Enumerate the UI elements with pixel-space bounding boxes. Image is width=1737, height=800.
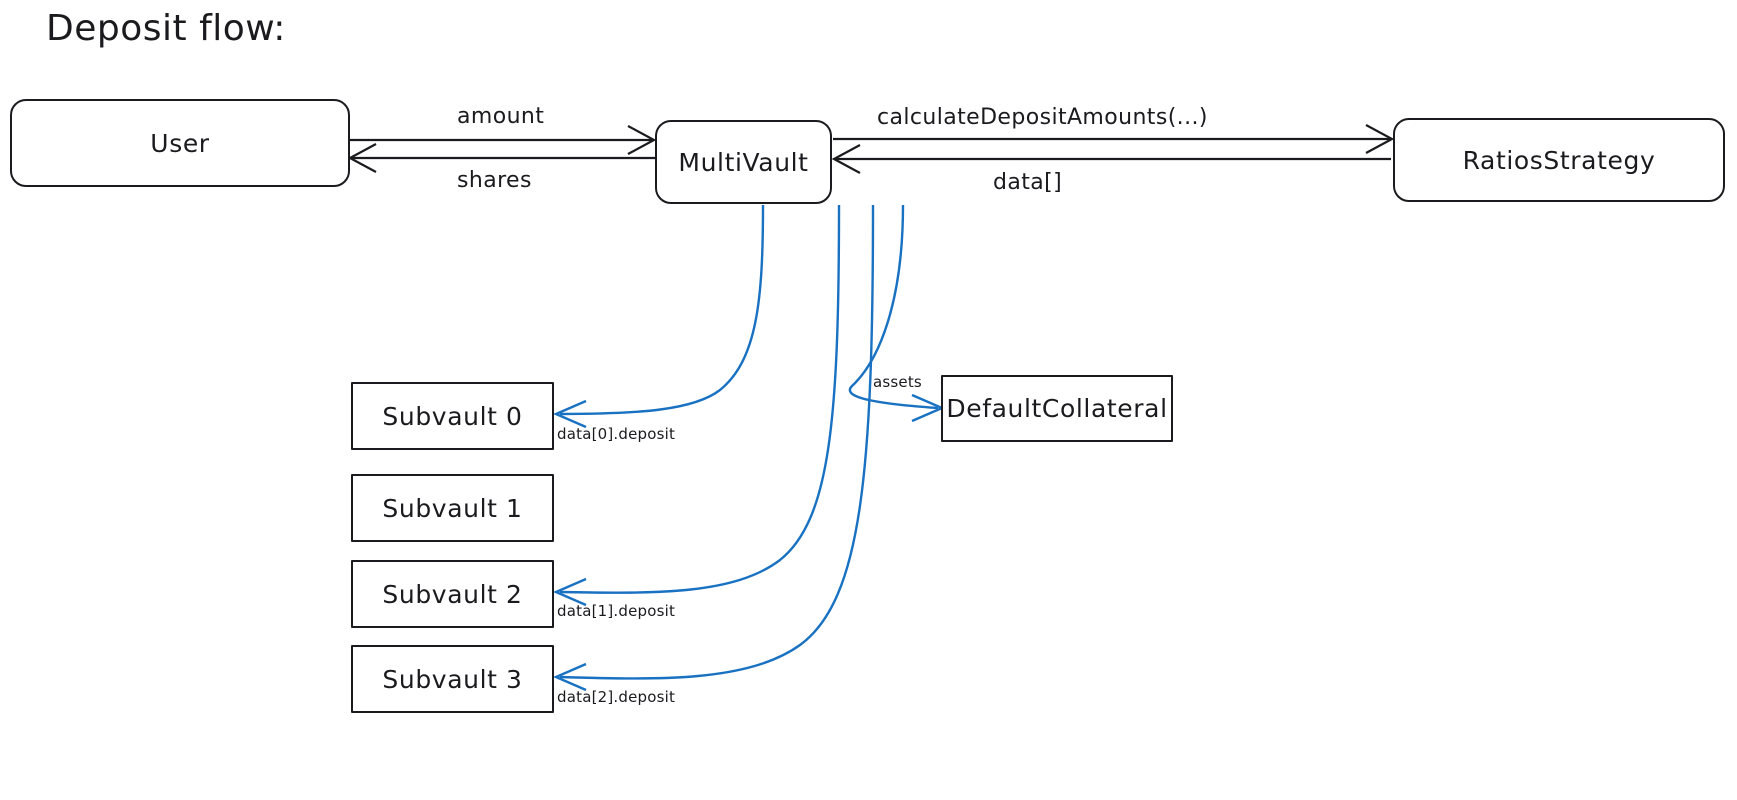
- edge-multivault-to-subvault2: [552, 204, 841, 607]
- edge-label-data1-deposit: data[1].deposit: [557, 602, 676, 620]
- edge-label-data2-deposit: data[2].deposit: [557, 688, 676, 706]
- edge-user-to-multivault-amount: [350, 125, 657, 155]
- node-subvault-3[interactable]: Subvault 3: [351, 645, 554, 713]
- edge-label-assets: assets: [873, 373, 922, 391]
- node-default-collateral[interactable]: DefaultCollateral: [941, 375, 1173, 442]
- page-title: Deposit flow:: [46, 8, 286, 49]
- edge-label-shares: shares: [457, 168, 532, 193]
- edge-multivault-to-subvault0: [552, 204, 765, 429]
- node-multivault[interactable]: MultiVault: [655, 120, 832, 204]
- node-user[interactable]: User: [10, 99, 350, 187]
- node-subvault-1[interactable]: Subvault 1: [351, 474, 554, 542]
- edge-ratios-to-multivault-data: [831, 144, 1391, 174]
- node-subvault-2[interactable]: Subvault 2: [351, 560, 554, 628]
- node-ratios-strategy[interactable]: RatiosStrategy: [1393, 118, 1725, 202]
- edge-label-calculate-deposit-amounts: calculateDepositAmounts(...): [877, 105, 1208, 130]
- edge-label-data-array: data[]: [993, 170, 1063, 195]
- edge-label-data0-deposit: data[0].deposit: [557, 425, 676, 443]
- node-subvault-0[interactable]: Subvault 0: [351, 382, 554, 450]
- edge-label-amount: amount: [457, 104, 545, 129]
